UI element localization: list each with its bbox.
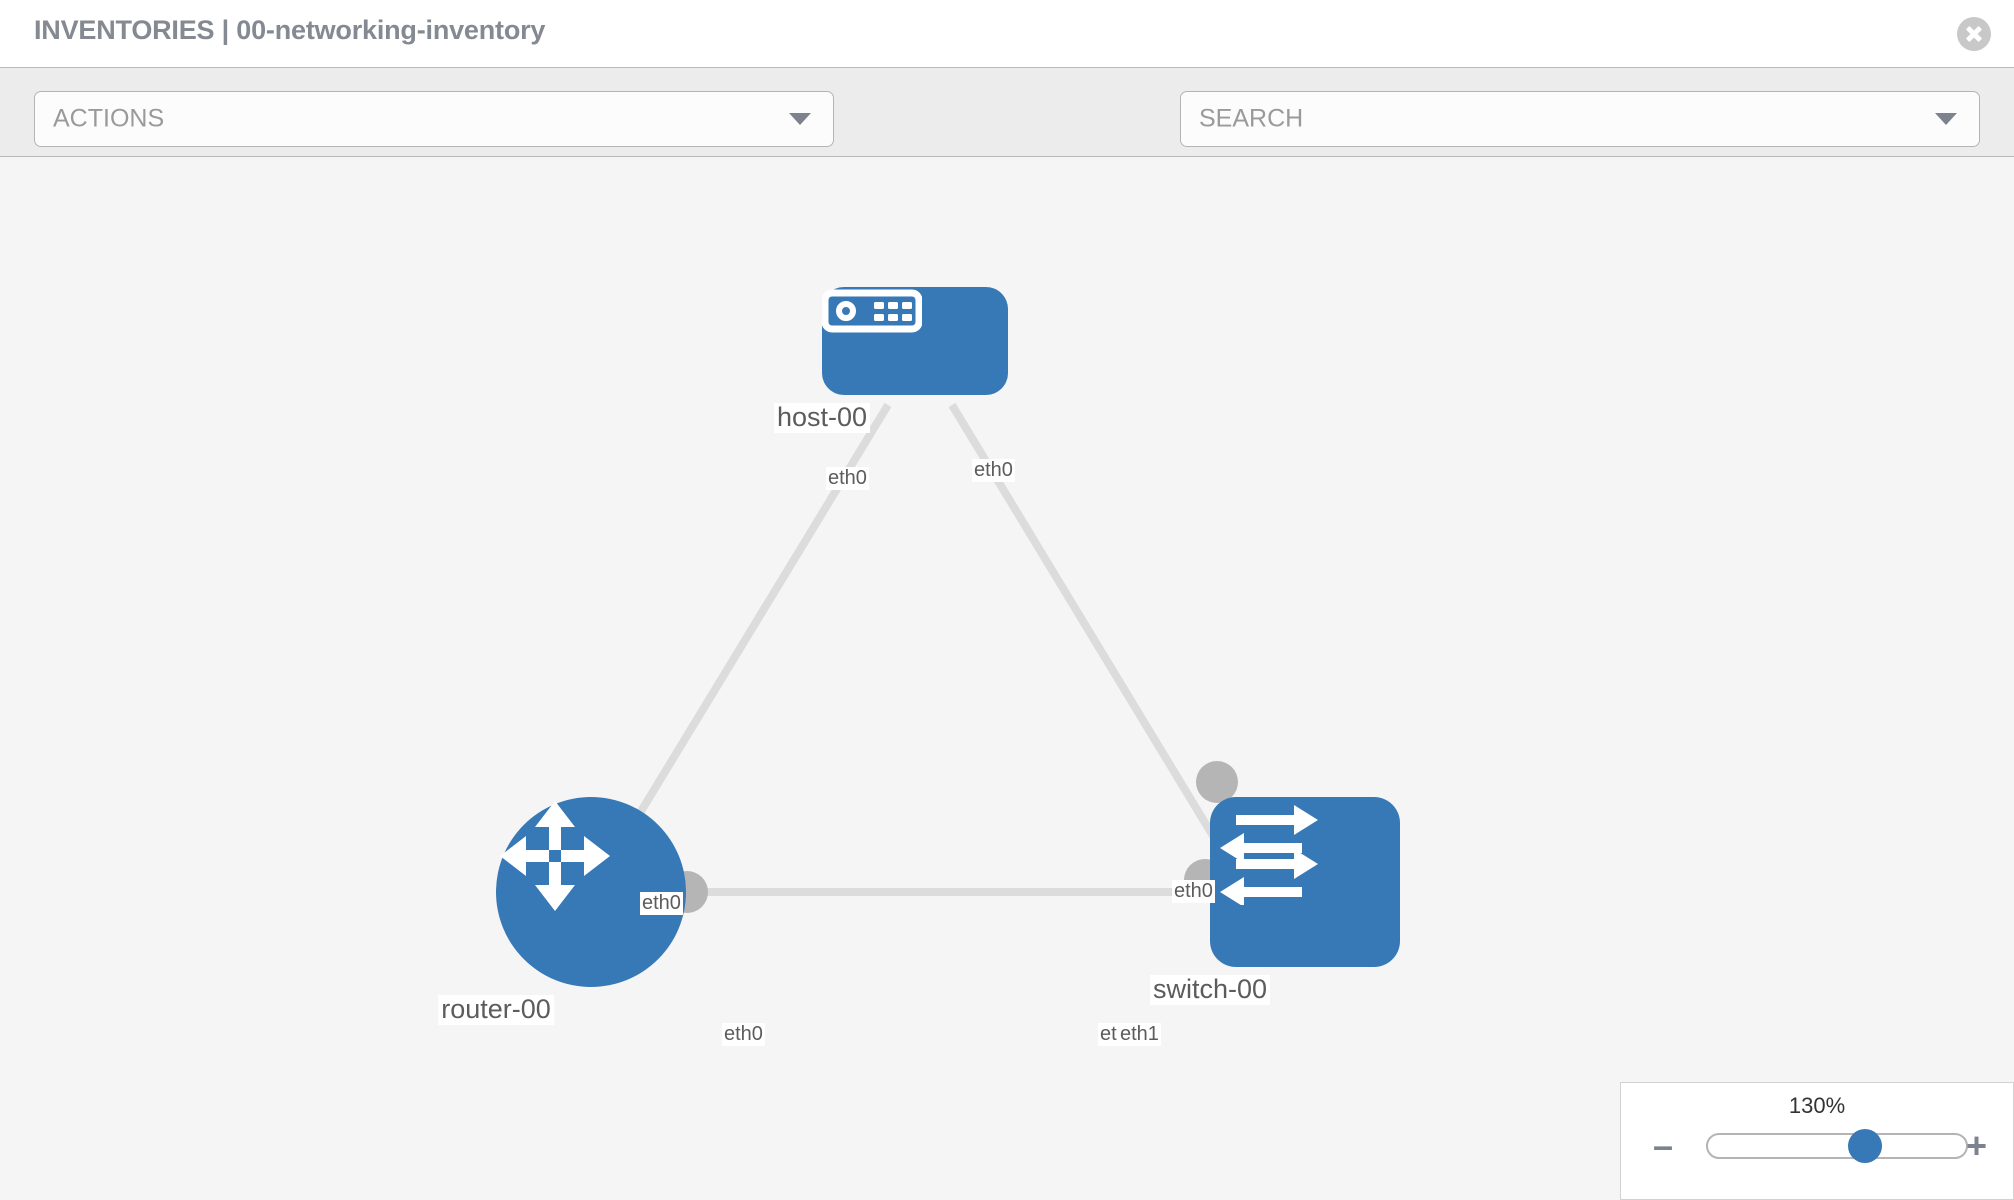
node-label-switch-00: switch-00 xyxy=(1149,974,1271,1005)
edge-label-switch-upper: eth0 xyxy=(1172,880,1215,903)
zoom-out-button[interactable]: – xyxy=(1653,1125,1674,1166)
chevron-down-icon xyxy=(789,113,811,125)
zoom-level-value: 130% xyxy=(1788,1093,1846,1118)
link-host-switch xyxy=(948,402,1254,900)
search-placeholder: SEARCH xyxy=(1199,104,1304,133)
close-icon[interactable] xyxy=(1957,17,1991,51)
page-title: INVENTORIES | 00-networking-inventory xyxy=(34,15,546,45)
server-icon xyxy=(822,289,922,333)
toolbar: ACTIONS SEARCH xyxy=(0,67,2014,199)
zoom-slider-thumb[interactable] xyxy=(1848,1129,1883,1163)
page-header: INVENTORIES | 00-networking-inventory xyxy=(0,0,2014,67)
router-arrows-icon xyxy=(500,801,610,911)
topology-canvas[interactable]: host-00 eth0 eth0 router-00 eth0 eth0 xyxy=(0,157,2014,1200)
node-label-host-00: host-00 xyxy=(773,402,871,433)
edge-label-router-right: eth0 xyxy=(722,1023,765,1046)
zoom-in-button[interactable]: + xyxy=(1965,1125,1987,1166)
zoom-slider-track[interactable] xyxy=(1706,1129,1968,1163)
zoom-control[interactable]: 130% – + xyxy=(1620,1082,2014,1200)
chevron-down-icon xyxy=(1935,113,1957,125)
actions-dropdown-label: ACTIONS xyxy=(53,104,165,133)
connector-switch-north[interactable] xyxy=(1196,761,1238,803)
edge-label-switch-left: eth1 xyxy=(1118,1023,1161,1046)
actions-dropdown[interactable]: ACTIONS xyxy=(34,91,834,147)
search-input[interactable]: SEARCH xyxy=(1180,91,1980,147)
edge-label-host-right: eth0 xyxy=(972,459,1015,482)
switch-node-shape[interactable] xyxy=(1210,797,1400,967)
switch-arrows-icon xyxy=(1220,805,1318,905)
node-label-router-00: router-00 xyxy=(438,994,554,1025)
edge-label-router-upper: eth0 xyxy=(640,892,683,915)
edge-label-host-left: eth0 xyxy=(826,467,869,490)
host-node-shape[interactable] xyxy=(822,287,1008,395)
